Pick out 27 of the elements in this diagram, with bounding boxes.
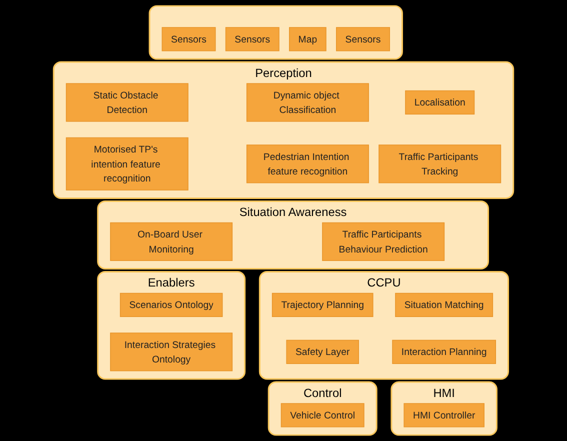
node-box [225, 27, 280, 52]
node-box [280, 403, 364, 428]
cluster [97, 270, 246, 380]
node-box [404, 403, 484, 428]
node-box [392, 340, 496, 364]
node-box [336, 27, 390, 52]
node-box [289, 27, 326, 52]
cluster [97, 200, 489, 270]
node-box [120, 292, 223, 318]
node-box [395, 292, 494, 318]
cluster [390, 381, 498, 436]
node-box [286, 340, 359, 364]
cluster [268, 381, 378, 436]
node-box [66, 83, 188, 122]
node-box [110, 222, 233, 261]
node-box [246, 144, 369, 184]
cluster [148, 5, 403, 60]
node-box [66, 137, 188, 190]
cluster [52, 61, 514, 199]
node-box [246, 83, 369, 122]
cluster [258, 270, 510, 380]
node-box [162, 27, 216, 52]
node-box [272, 292, 374, 318]
node-box [322, 222, 445, 261]
node-box [110, 332, 233, 372]
node-box [405, 90, 475, 115]
node-box [378, 144, 502, 184]
